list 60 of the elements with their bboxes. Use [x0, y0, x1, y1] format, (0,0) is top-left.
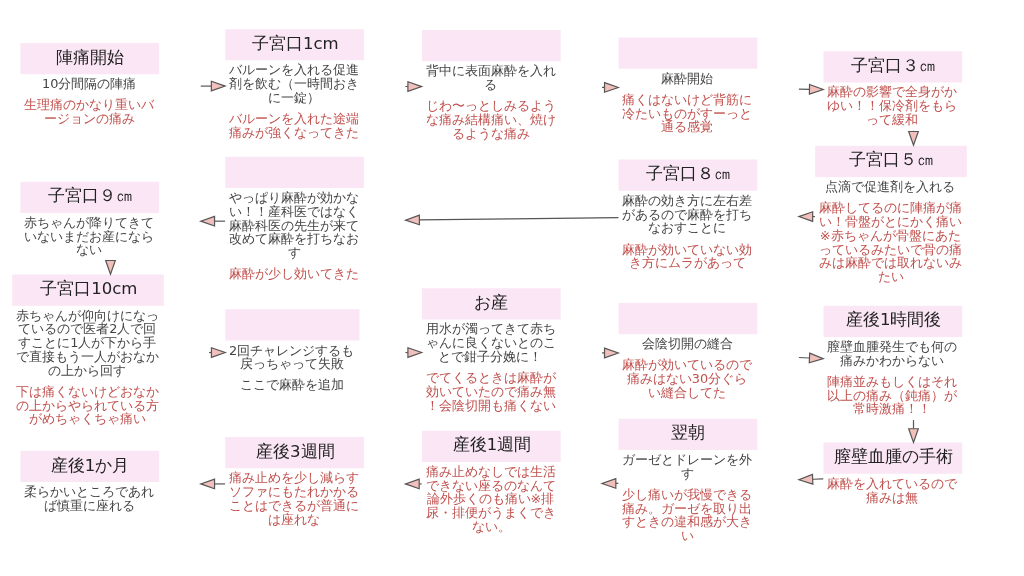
node-box: 陣痛開始 — [20, 42, 160, 75]
node-label: 麻酔の影響で全身がかゆい！！保冷剤をもらって緩和 — [827, 84, 958, 127]
node-box: 子宮口３㎝ — [823, 51, 963, 83]
node-box: 産後1か月 — [20, 450, 160, 483]
arrow — [198, 478, 226, 490]
arrow — [403, 478, 423, 490]
node-label: 麻酔してるのに陣痛が痛い！骨盤がとにかく痛い※赤ちゃんが骨盤にあたっているみたいで骨の痛みは麻酔では取れないみたい — [818, 200, 962, 285]
node-label: 痛み止めを少し減らすソファにもたれかかることはできるが普通には座れな — [229, 470, 360, 527]
node-box: 膣壁血腫の手術 — [823, 442, 963, 474]
node-box: 産後1週間 — [421, 430, 561, 462]
node-label: 会陰切開の縫合 — [642, 336, 734, 352]
node-label: 生理痛のかなり重いバージョンの痛み — [24, 97, 155, 127]
node-box: 産後1時間後 — [823, 305, 963, 337]
node-label: 点滴で促進剤を入れる — [825, 179, 956, 195]
node-label: 柔らかいところであれば慎重に座れる — [24, 484, 155, 513]
node-box — [421, 30, 561, 62]
arrow — [797, 210, 816, 223]
node-box: お産 — [421, 288, 561, 320]
node-box: 子宮口10cm — [12, 274, 164, 306]
arrow — [798, 83, 826, 95]
arrow — [798, 352, 826, 364]
node-label: じわ〜っとしみるような痛み結構痛い、焼けるような痛み — [425, 98, 556, 141]
node-label: 麻酔を入れているので痛みは無 — [827, 475, 958, 505]
node-box — [225, 156, 365, 189]
node-box — [618, 37, 758, 69]
node-label: 麻酔が効いているので痛みはない30分ぐらい縫合してた — [622, 357, 753, 400]
node-label: 痛くはないけど背筋に冷たいものがすーっと通る感覚 — [622, 91, 753, 135]
node-label: 10分間隔の陣痛 — [42, 76, 137, 92]
node-label: ガーゼとドレーンを外す — [622, 451, 753, 481]
node-label: 2回チャレンジするも戻っちゃって失敗 — [229, 342, 355, 372]
node-box: 産後3週間 — [225, 437, 365, 469]
node-box: 子宮口1cm — [225, 29, 365, 61]
node-label: 麻酔開始 — [661, 70, 714, 86]
node-label: 下は痛くないけどおなかの上からやられている方がめちゃくちゃ痛い — [15, 383, 159, 427]
node-box — [618, 302, 758, 335]
arrow — [797, 473, 824, 485]
arrow — [403, 214, 620, 226]
node-label: 痛み止めなしでは生活できない座るのなんて論外歩くのも痛い※排尿・排便がうまくできない。 — [425, 463, 556, 534]
node-label: 用水が濁ってきて赤ちゃんに良くないとのことで鉗子分娩に！ — [425, 321, 556, 364]
node-box: 子宮口９㎝ — [20, 181, 160, 213]
node-label: 少し痛いが我慢できる痛み。ガーゼを取り出すときの違和感が大きい — [622, 486, 753, 544]
node-label: 麻酔が少し効いてきた — [229, 266, 360, 282]
arrow — [200, 80, 227, 92]
node-box: 子宮口５㎝ — [815, 145, 967, 178]
node-label: でてくるときは麻酔が効いていたので痛み無！会陰切開も痛くない — [425, 370, 556, 413]
node-label: ここで麻酔を追加 — [239, 377, 344, 393]
node-label: やっぱり麻酔が効かない！！産科医ではなく麻酔科医の先生が来て改めて麻酔を打ちなおす — [229, 190, 360, 261]
node-box: 子宮口８㎝ — [618, 159, 758, 191]
node-box: 翌朝 — [618, 418, 758, 450]
node-label: 膣壁血腫発生でも何の痛みかわからない — [827, 338, 958, 368]
node-label: 赤ちゃんが降りてきていないまだお産にならない — [24, 214, 155, 258]
node-label: バルーンを入れた途端痛みが強くなってきた — [229, 111, 360, 140]
node-label: 陣痛並みもしくはそれ以上の痛み（鈍痛）が常時激痛！！ — [827, 373, 958, 417]
node-label: 麻酔の効き方に左右差があるので麻酔を打ちなおすことに — [622, 192, 753, 236]
arrow — [601, 347, 621, 359]
node-label: バルーンを入れる促進剤を飲む（一時間おきに一錠） — [229, 62, 360, 105]
node-box — [225, 309, 360, 341]
node-label: 麻酔が効いていない効き方にムラがあって — [622, 241, 753, 271]
node-label: 赤ちゃんが仰向けになっているので医者2人で回すことに1人が下から手で直接もう一人がおなかの上から回す — [15, 307, 159, 378]
node-label: 背中に表面麻酔を入れる — [425, 63, 556, 93]
